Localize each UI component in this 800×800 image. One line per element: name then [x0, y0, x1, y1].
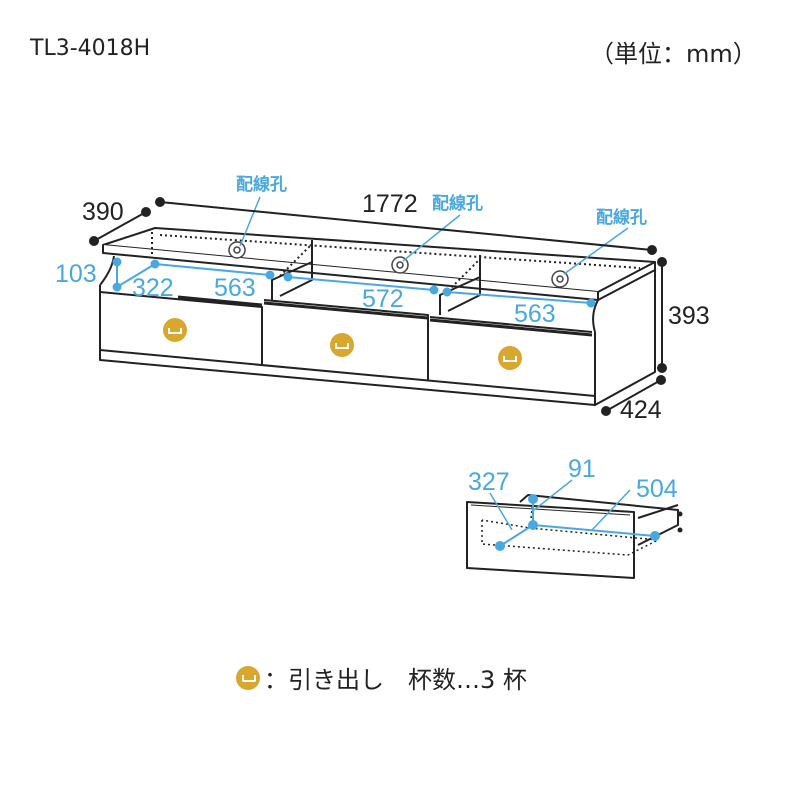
cable-hole-icons [228, 241, 569, 288]
model-number: TL3-4018H [30, 36, 151, 61]
height-dimension: 393 [668, 302, 710, 330]
drawer-width-dimension: 504 [636, 475, 678, 503]
drawer-handle-icons [163, 318, 522, 370]
drawer-height-dimension: 91 [568, 455, 596, 483]
cabinet-outline [99, 227, 656, 406]
shelf-right-dimension: 563 [514, 300, 556, 328]
cable-hole-label-3: 配線孔 [596, 207, 647, 228]
width-dimension: 1772 [362, 190, 418, 218]
depth-body-dimension: 424 [620, 396, 662, 424]
drawer-handle-icon [498, 346, 522, 370]
drawer-detail [466, 494, 683, 579]
shelf-left-dimension: 563 [214, 274, 256, 302]
inner-height-dimension: 103 [55, 260, 97, 288]
legend-text: ：引き出し 杯数…3 杯 [264, 666, 527, 694]
drawer-handle-icon [330, 333, 354, 357]
drawer-depth-dimension: 327 [468, 468, 510, 496]
legend: ：引き出し 杯数…3 杯 [236, 660, 527, 695]
inner-depth-dimension: 322 [132, 274, 174, 302]
drawer-handle-icon [163, 318, 187, 342]
drawer-handle-icon [236, 665, 260, 690]
cable-hole-label-2: 配線孔 [432, 193, 483, 214]
cable-hole-label-1: 配線孔 [236, 174, 287, 195]
shelf-center-dimension: 572 [362, 285, 404, 313]
unit-label: （単位：mm） [590, 40, 757, 68]
depth-top-dimension: 390 [82, 198, 124, 226]
